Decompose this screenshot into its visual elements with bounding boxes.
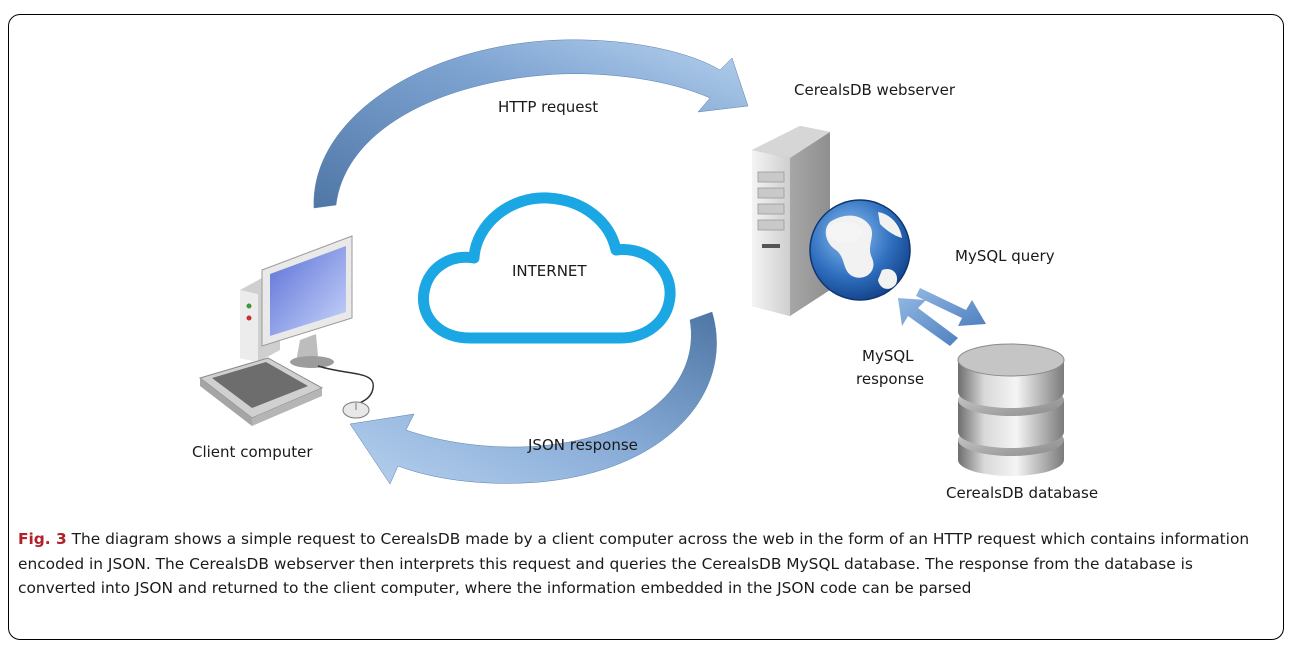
figure-caption: Fig. 3 The diagram shows a simple reques… [18,527,1258,601]
caption-text: The diagram shows a simple request to Ce… [18,530,1250,597]
cloud-icon [418,192,676,344]
webserver-label: CerealsDB webserver [794,81,956,99]
json-response-arrow [349,311,717,485]
figure-frame [8,14,1284,640]
web-server-icon [752,126,830,316]
mysql-query-label: MySQL query [955,247,1055,265]
http-request-arrow [313,39,749,209]
mysql-query-arrow [916,288,986,326]
client-computer-label: Client computer [192,443,313,461]
figure-diagram [198,39,1065,485]
json-response-label: JSON response [528,436,638,454]
figure-number: Fig. 3 [18,530,67,548]
database-icon [957,343,1065,476]
mysql-response-label-line2: response [856,370,925,388]
database-label: CerealsDB database [946,484,1099,502]
internet-label: INTERNET [512,262,587,280]
globe-icon [809,199,911,301]
mysql-response-arrow [898,298,958,346]
http-request-label: HTTP request [498,98,599,116]
client-computer-icon [198,235,375,426]
mysql-response-label-line1: MySQL [862,347,914,365]
